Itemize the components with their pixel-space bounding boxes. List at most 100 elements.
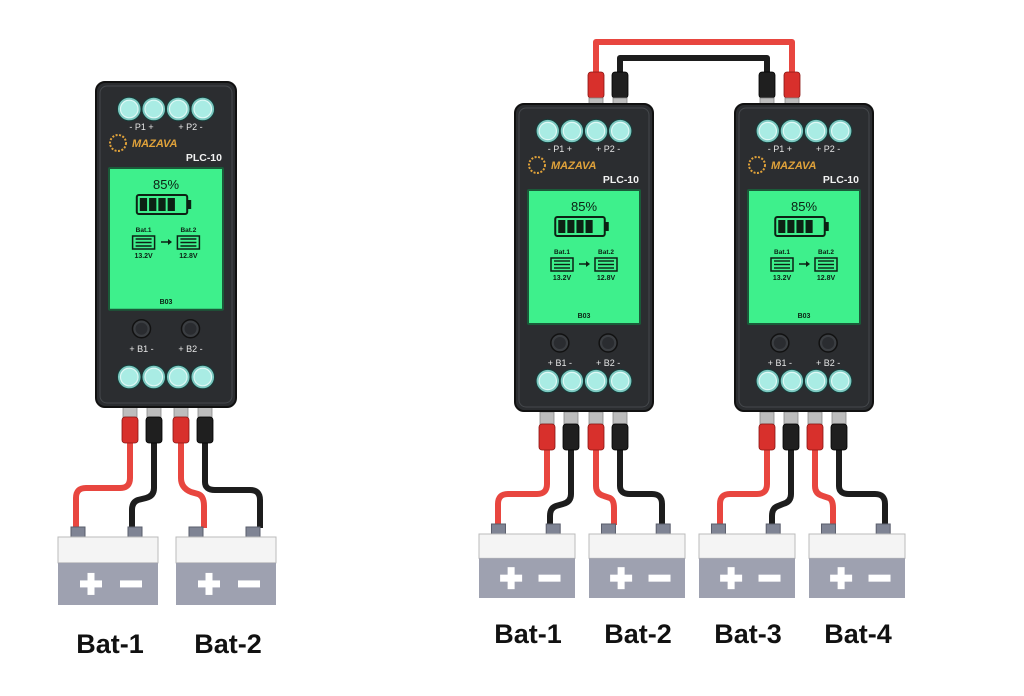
minus-symbol [648,574,671,582]
port-label-p2: + P2 - [596,144,620,154]
brand-logo: MAZAVA [109,134,177,152]
battery-right-2 [588,523,686,598]
model-name: PLC-10 [186,152,222,164]
wires-right [495,411,888,525]
charge-bar [778,220,786,233]
terminal-block-top[interactable] [755,118,853,144]
battery-right-4 [808,523,906,598]
left-button[interactable] [131,319,152,339]
terminal-block-bottom[interactable] [535,368,633,394]
device-code: B03 [578,313,591,320]
minus-symbol [758,574,781,582]
right-button[interactable] [180,319,201,339]
charge-bar [796,220,804,233]
battery-right-3 [698,523,796,598]
bat1-name: Bat.1 [554,249,570,256]
battery-label-right-4: Bat-4 [824,619,892,649]
minus-symbol [868,574,891,582]
charge-bar [787,220,795,233]
left-button[interactable] [550,333,570,353]
mini-battery-icon [594,257,618,272]
bat2-voltage: 12.8V [817,275,836,282]
bat2-name: Bat.2 [180,227,196,234]
bat1-voltage: 13.2V [134,253,153,260]
port-label-p1: - P1 + [548,144,572,154]
port-label-p2: + P2 - [816,144,840,154]
battery-level-icon [774,216,829,237]
port-label-b1: + B1 - [548,358,572,368]
terminal-block-top[interactable] [535,118,633,144]
lcd-screen: 85% Bat.1 Bat.2 13.2V 12.8V B03 [108,167,224,311]
charge-bar [167,198,175,211]
battery-label-right-2: Bat-2 [604,619,672,649]
plus-symbol [198,572,220,595]
minus-symbol [538,574,561,582]
port-label-b2: + B2 - [816,358,840,368]
bat2-voltage: 12.8V [179,253,198,260]
model-name: PLC-10 [823,174,859,186]
bat1-name: Bat.1 [774,249,790,256]
left-button[interactable] [770,333,790,353]
charge-bar [567,220,575,233]
battery-left-2 [175,526,277,605]
plus-symbol [720,567,743,590]
plus-symbol [80,572,102,595]
arrow-right-icon [161,239,172,245]
charge-bar [585,220,593,233]
plus-symbol [830,567,853,590]
terminal-block-bottom[interactable] [755,368,853,394]
charge-bar [158,198,166,211]
port-label-b2: + B2 - [596,358,620,368]
brand-logo: MAZAVA [528,156,596,174]
bat2-name: Bat.2 [818,249,834,256]
right-button[interactable] [598,333,618,353]
plc-device-left: - P1 + + P2 -MAZAVA PLC-10 85% Bat.1 Bat.2 13.… [95,81,237,408]
port-label-p1: - P1 + [768,144,792,154]
bat2-name: Bat.2 [598,249,614,256]
charge-bar [139,198,148,211]
port-label-p2: + P2 - [178,122,202,132]
brand-name: MAZAVA [771,160,816,172]
port-label-b1: + B1 - [129,344,153,354]
plus-symbol [500,567,523,590]
plus-symbol [610,567,633,590]
mini-battery-icon [131,235,156,250]
battery-right-1 [478,523,576,598]
minus-symbol [120,580,142,588]
battery-level-icon [554,216,609,237]
battery-label-right-3: Bat-3 [714,619,782,649]
bat2-voltage: 12.8V [597,275,616,282]
charge-bar [805,220,813,233]
terminal-block-bottom[interactable] [116,364,216,390]
terminal-block-top[interactable] [116,96,216,122]
charge-percent: 85% [791,199,817,214]
brand-logo: MAZAVA [748,156,816,174]
charge-bar [576,220,584,233]
battery-level-icon [135,194,192,215]
battery-label-left-1: Bat-1 [76,629,144,659]
device-code: B03 [160,299,173,306]
mini-battery-icon [814,257,838,272]
port-label-b2: + B2 - [178,344,202,354]
charge-percent: 85% [153,177,179,192]
port-label-b1: + B1 - [768,358,792,368]
mini-battery-icon [770,257,794,272]
port-label-p1: - P1 + [129,122,153,132]
mini-battery-icon [176,235,201,250]
bat1-name: Bat.1 [136,227,152,234]
charge-bar [558,220,566,233]
mini-battery-icon [550,257,574,272]
model-name: PLC-10 [603,174,639,186]
bridge-wires [587,39,801,107]
arrow-right-icon [799,261,810,267]
plc-device-right-2: - P1 + + P2 -MAZAVA PLC-10 85% Bat.1 Bat.2 13.… [734,103,874,412]
battery-label-right-1: Bat-1 [494,619,562,649]
bat1-voltage: 13.2V [773,275,792,282]
minus-symbol [238,580,260,588]
right-button[interactable] [818,333,838,353]
bat1-voltage: 13.2V [553,275,572,282]
